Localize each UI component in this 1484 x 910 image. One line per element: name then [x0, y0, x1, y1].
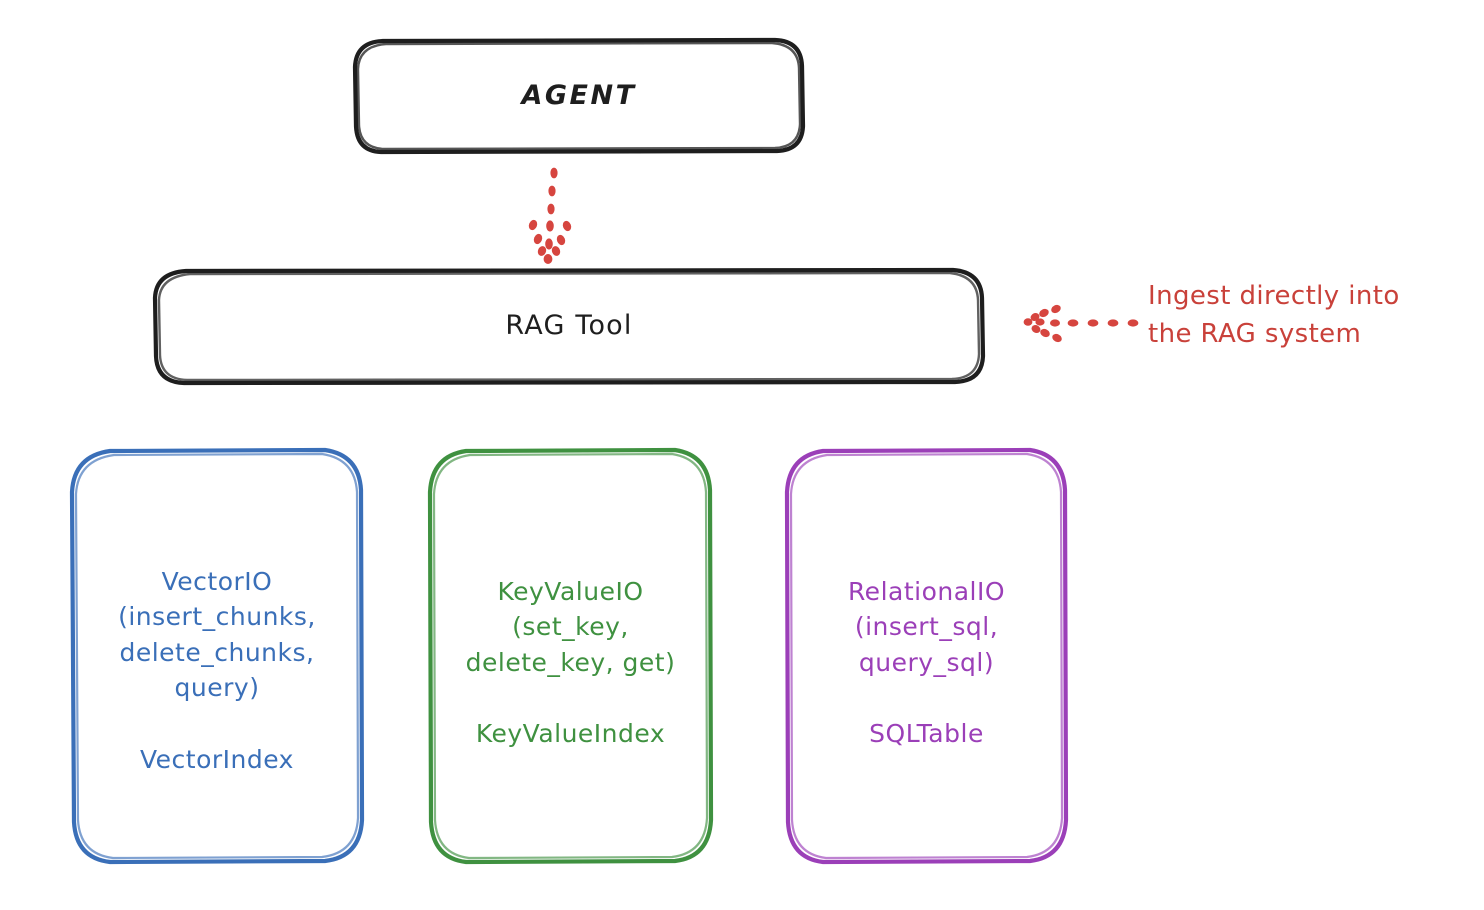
- node-key-value-io[interactable]: KeyValueIO (set_key, delete_key, get) Ke…: [430, 450, 711, 862]
- vector-io-label-group: VectorIO (insert_chunks, delete_chunks, …: [118, 528, 316, 813]
- node-rag-tool[interactable]: RAG Tool: [155, 270, 983, 383]
- relational-io-box-outline: [784, 447, 1069, 865]
- node-relational-io[interactable]: RelationalIO (insert_sql, query_sql) SQL…: [788, 450, 1065, 862]
- key-value-io-label: KeyValueIO (set_key, delete_key, get): [465, 576, 676, 677]
- agent-box-outline: [352, 37, 806, 155]
- key-value-io-sublabel: KeyValueIndex: [475, 719, 666, 749]
- node-agent[interactable]: AGENT: [355, 40, 803, 152]
- node-vector-io[interactable]: VectorIO (insert_chunks, delete_chunks, …: [72, 450, 362, 862]
- vector-io-label: VectorIO (insert_chunks, delete_chunks, …: [118, 566, 316, 703]
- rag-tool-box-outline: [152, 267, 986, 386]
- rag-tool-label: RAG Tool: [505, 310, 633, 342]
- vector-io-sublabel: VectorIndex: [139, 744, 294, 774]
- relational-io-label-group: RelationalIO (insert_sql, query_sql) SQL…: [848, 538, 1005, 787]
- ingest-annotation-text: Ingest directly into the RAG system: [1148, 281, 1400, 349]
- vector-io-box-outline: [69, 447, 365, 865]
- dotted-arrow-left-icon: [1023, 304, 1139, 343]
- key-value-io-label-group: KeyValueIO (set_key, delete_key, get) Ke…: [466, 538, 676, 787]
- relational-io-sublabel: SQLTable: [869, 719, 984, 749]
- agent-label: AGENT: [521, 79, 637, 111]
- key-value-io-box-outline: [427, 447, 714, 865]
- relational-io-label: RelationalIO (insert_sql, query_sql): [847, 576, 1006, 677]
- dotted-arrow-down-icon: [528, 167, 572, 264]
